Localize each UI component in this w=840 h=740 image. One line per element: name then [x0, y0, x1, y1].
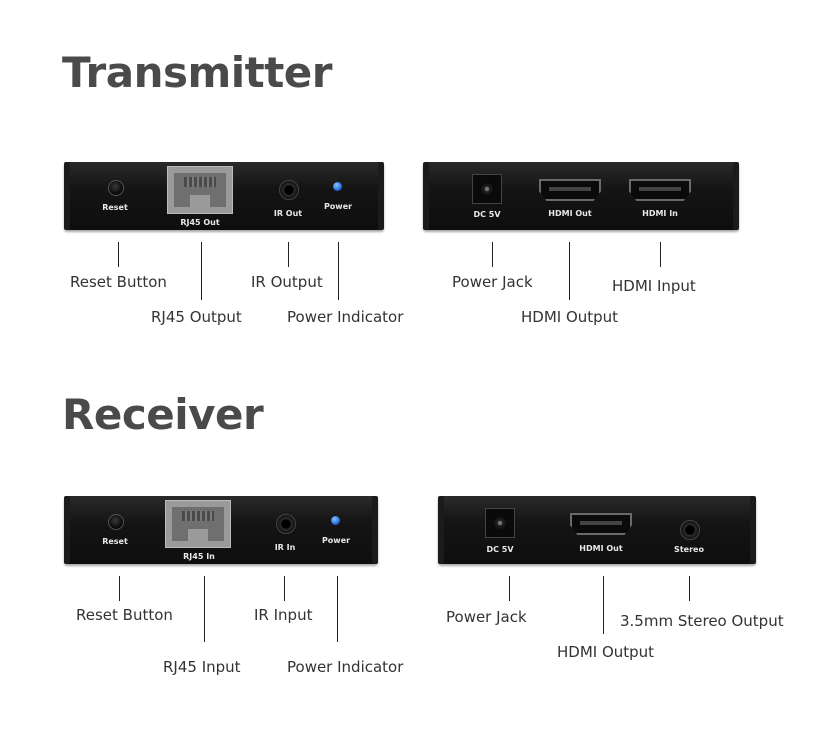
port-label-ir: IR Out — [273, 209, 303, 218]
port-label-dc: DC 5V — [473, 210, 501, 219]
port-label-stereo: Stereo — [674, 545, 704, 554]
rj45-port-icon — [167, 166, 233, 214]
callout-rj45-input: RJ45 Input — [163, 658, 241, 676]
callout-power-jack: Power Jack — [446, 608, 527, 626]
port-label-rj45: RJ45 Out — [180, 218, 220, 227]
reset-button-icon — [108, 514, 124, 530]
dc-power-jack-icon — [472, 174, 502, 204]
callout-reset-button: Reset Button — [70, 273, 167, 291]
leader-line — [569, 242, 570, 300]
callout-power-indicator: Power Indicator — [287, 308, 404, 326]
leader-line — [660, 242, 661, 267]
leader-line — [337, 576, 338, 642]
port-label-hdmi-in: HDMI In — [642, 209, 678, 218]
transmitter-front-panel: Reset RJ45 Out IR Out Power — [64, 162, 384, 230]
receiver-rear-panel: DC 5V HDMI Out Stereo — [438, 496, 756, 564]
leader-line — [338, 242, 339, 300]
callout-stereo-output: 3.5mm Stereo Output — [620, 612, 784, 630]
callout-power-jack: Power Jack — [452, 273, 533, 291]
port-label-dc: DC 5V — [486, 545, 514, 554]
leader-line — [689, 576, 690, 601]
power-led-icon — [331, 516, 340, 525]
leader-line — [118, 242, 119, 267]
callout-hdmi-input: HDMI Input — [612, 277, 696, 295]
leader-line — [119, 576, 120, 601]
hdmi-in-port-icon — [629, 179, 691, 201]
rj45-port-icon — [165, 500, 231, 548]
receiver-front-panel: Reset RJ45 In IR In Power — [64, 496, 378, 564]
ir-jack-icon — [279, 180, 299, 200]
callout-power-indicator: Power Indicator — [287, 658, 404, 676]
port-label-reset: Reset — [102, 203, 128, 212]
leader-line — [288, 242, 289, 267]
callout-reset-button: Reset Button — [76, 606, 173, 624]
callout-rj45-output: RJ45 Output — [151, 308, 242, 326]
hdmi-out-port-icon — [539, 179, 601, 201]
port-label-power: Power — [323, 202, 353, 211]
leader-line — [201, 242, 202, 300]
hdmi-out-port-icon — [570, 513, 632, 535]
callout-hdmi-output: HDMI Output — [557, 643, 655, 661]
dc-power-jack-icon — [485, 508, 515, 538]
callout-ir-output: IR Output — [251, 273, 323, 291]
transmitter-title: Transmitter — [62, 48, 333, 97]
port-label-hdmi-out: HDMI Out — [548, 209, 592, 218]
callout-hdmi-output: HDMI Output — [521, 308, 619, 326]
transmitter-rear-panel: DC 5V HDMI Out HDMI In — [423, 162, 739, 230]
reset-button-icon — [108, 180, 124, 196]
receiver-title: Receiver — [62, 390, 264, 439]
leader-line — [204, 576, 205, 642]
leader-line — [284, 576, 285, 601]
leader-line — [509, 576, 510, 601]
power-led-icon — [333, 182, 342, 191]
port-label-power: Power — [321, 536, 351, 545]
port-label-rj45: RJ45 In — [183, 552, 215, 561]
port-label-hdmi-out: HDMI Out — [579, 544, 623, 553]
leader-line — [492, 242, 493, 267]
port-label-reset: Reset — [102, 537, 128, 546]
leader-line — [603, 576, 604, 634]
stereo-jack-icon — [680, 520, 700, 540]
ir-jack-icon — [276, 514, 296, 534]
port-label-ir: IR In — [274, 543, 296, 552]
callout-ir-input: IR Input — [254, 606, 313, 624]
